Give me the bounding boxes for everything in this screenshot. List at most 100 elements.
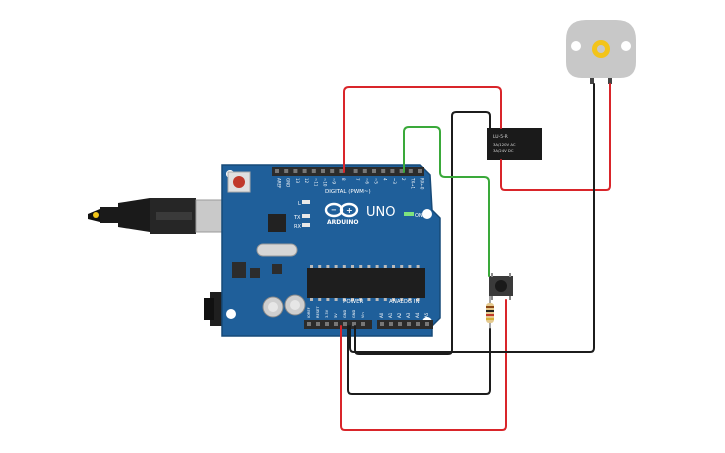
power-pin-label: IOREF	[307, 307, 311, 318]
digital-pin-hole[interactable]	[321, 169, 325, 173]
dc-motor-icon[interactable]	[566, 20, 636, 84]
power-label: POWER	[343, 299, 364, 305]
digital-pin-label: RX←0	[420, 178, 425, 190]
relay-model: LU-5-R	[493, 134, 508, 140]
chip-leg	[359, 265, 363, 268]
digital-pin-hole[interactable]	[390, 169, 395, 173]
analog-label: ANALOG IN	[389, 299, 420, 305]
led-rx-label: RX	[294, 224, 301, 230]
maker-label: ARDUINO	[327, 219, 358, 226]
power-pin-label: 3.3V	[325, 309, 329, 318]
chip-leg	[334, 265, 338, 268]
digital-pin-label: ~9	[332, 178, 337, 184]
pushbutton-icon[interactable]	[489, 273, 513, 300]
digital-pin-hole[interactable]	[399, 169, 404, 173]
power-pin-hole[interactable]	[334, 322, 338, 326]
analog-pin-label: A5	[424, 312, 429, 318]
resistor-icon[interactable]	[486, 296, 494, 329]
analog-pin-hole[interactable]	[398, 322, 402, 326]
chip-leg	[342, 298, 346, 301]
usb-cable-icon[interactable]	[88, 198, 233, 234]
digital-pin-label: ~6	[364, 178, 369, 184]
relay-rating-dc: 3A/24V DC	[493, 148, 514, 153]
wire-black-relay[interactable]	[354, 111, 491, 355]
chip-leg	[351, 298, 354, 301]
digital-pin-hole[interactable]	[353, 169, 358, 173]
power-pin-hole[interactable]	[361, 322, 365, 326]
digital-pin-label: AREF	[277, 178, 282, 189]
chip-leg	[416, 298, 420, 301]
digital-pin-label: 2	[401, 178, 406, 181]
digital-pin-hole[interactable]	[275, 169, 279, 173]
analog-pin-hole[interactable]	[389, 322, 393, 326]
digital-pin-label: ~3	[392, 178, 397, 184]
on-label: ON	[415, 213, 423, 219]
chip-leg	[400, 265, 404, 268]
atmega-chip	[307, 265, 425, 301]
digital-header[interactable]	[272, 167, 424, 176]
chip-leg	[367, 298, 371, 301]
chip-leg	[400, 298, 404, 301]
digital-pin-hole[interactable]	[339, 169, 344, 173]
chip-leg	[310, 265, 313, 268]
chip-leg	[326, 298, 330, 301]
power-pin-label: Vin	[361, 312, 365, 318]
digital-pin-label: ~10	[323, 178, 328, 187]
digital-pin-hole[interactable]	[381, 169, 386, 173]
analog-pin-hole[interactable]	[407, 322, 411, 326]
chip-leg	[326, 265, 330, 268]
digital-pin-label: TX→1	[410, 177, 415, 190]
digital-pin-label: 4	[383, 178, 388, 181]
power-pin-hole[interactable]	[316, 322, 320, 326]
chip-leg	[367, 265, 371, 268]
digital-pin-hole[interactable]	[362, 169, 367, 173]
digital-pin-hole[interactable]	[284, 169, 289, 173]
reset-button[interactable]	[227, 171, 251, 193]
analog-pin-label: A2	[397, 312, 402, 318]
regulator	[232, 262, 246, 278]
relay-icon[interactable]: LU-5-R 3A/120V AC 3A/24V DC	[487, 128, 542, 160]
svg-text:+: +	[346, 206, 353, 215]
analog-header[interactable]	[377, 320, 433, 329]
digital-pin-label: 8	[341, 178, 346, 181]
chip-leg	[359, 298, 363, 301]
wire-red-relay-motor[interactable]	[500, 83, 611, 191]
wire-red-5v[interactable]	[340, 299, 507, 431]
power-pin-hole[interactable]	[343, 322, 347, 326]
wire-black-motor[interactable]	[349, 83, 595, 353]
digital-pin-hole[interactable]	[372, 169, 376, 173]
chip-leg	[408, 265, 412, 268]
power-pin-hole[interactable]	[307, 322, 311, 326]
analog-pin-label: A4	[415, 312, 420, 318]
digital-pin-hole[interactable]	[330, 169, 335, 173]
analog-pin-hole[interactable]	[416, 322, 420, 326]
chip-leg	[408, 298, 412, 301]
wire-green-pin2-button[interactable]	[403, 126, 490, 277]
chip-leg	[383, 298, 387, 301]
analog-pin-hole[interactable]	[380, 322, 384, 326]
digital-pin-hole[interactable]	[311, 169, 316, 173]
wire-red-pin9-relay[interactable]	[343, 86, 502, 173]
chip-leg	[334, 298, 338, 301]
digital-pin-label: ~5	[374, 178, 379, 184]
digital-pin-label: ~11	[313, 178, 318, 187]
digital-pin-hole[interactable]	[293, 169, 298, 173]
digital-pin-hole[interactable]	[302, 169, 307, 173]
chip-leg	[383, 265, 387, 268]
digital-label: DIGITAL (PWM~)	[325, 189, 371, 195]
digital-pin-hole[interactable]	[418, 169, 422, 173]
digital-pin-hole[interactable]	[408, 169, 413, 173]
power-pin-hole[interactable]	[325, 322, 329, 326]
power-led	[404, 212, 414, 216]
wire-black-button[interactable]	[347, 325, 491, 395]
analog-pin-label: A1	[388, 312, 393, 318]
digital-pin-label: 12	[304, 178, 309, 184]
power-pin-hole[interactable]	[352, 322, 356, 326]
chip-leg	[392, 265, 395, 268]
analog-pin-hole[interactable]	[425, 322, 429, 326]
analog-pin-label: A3	[406, 312, 411, 318]
chip-leg	[416, 265, 420, 268]
status-leds: L TX RX	[293, 200, 310, 230]
